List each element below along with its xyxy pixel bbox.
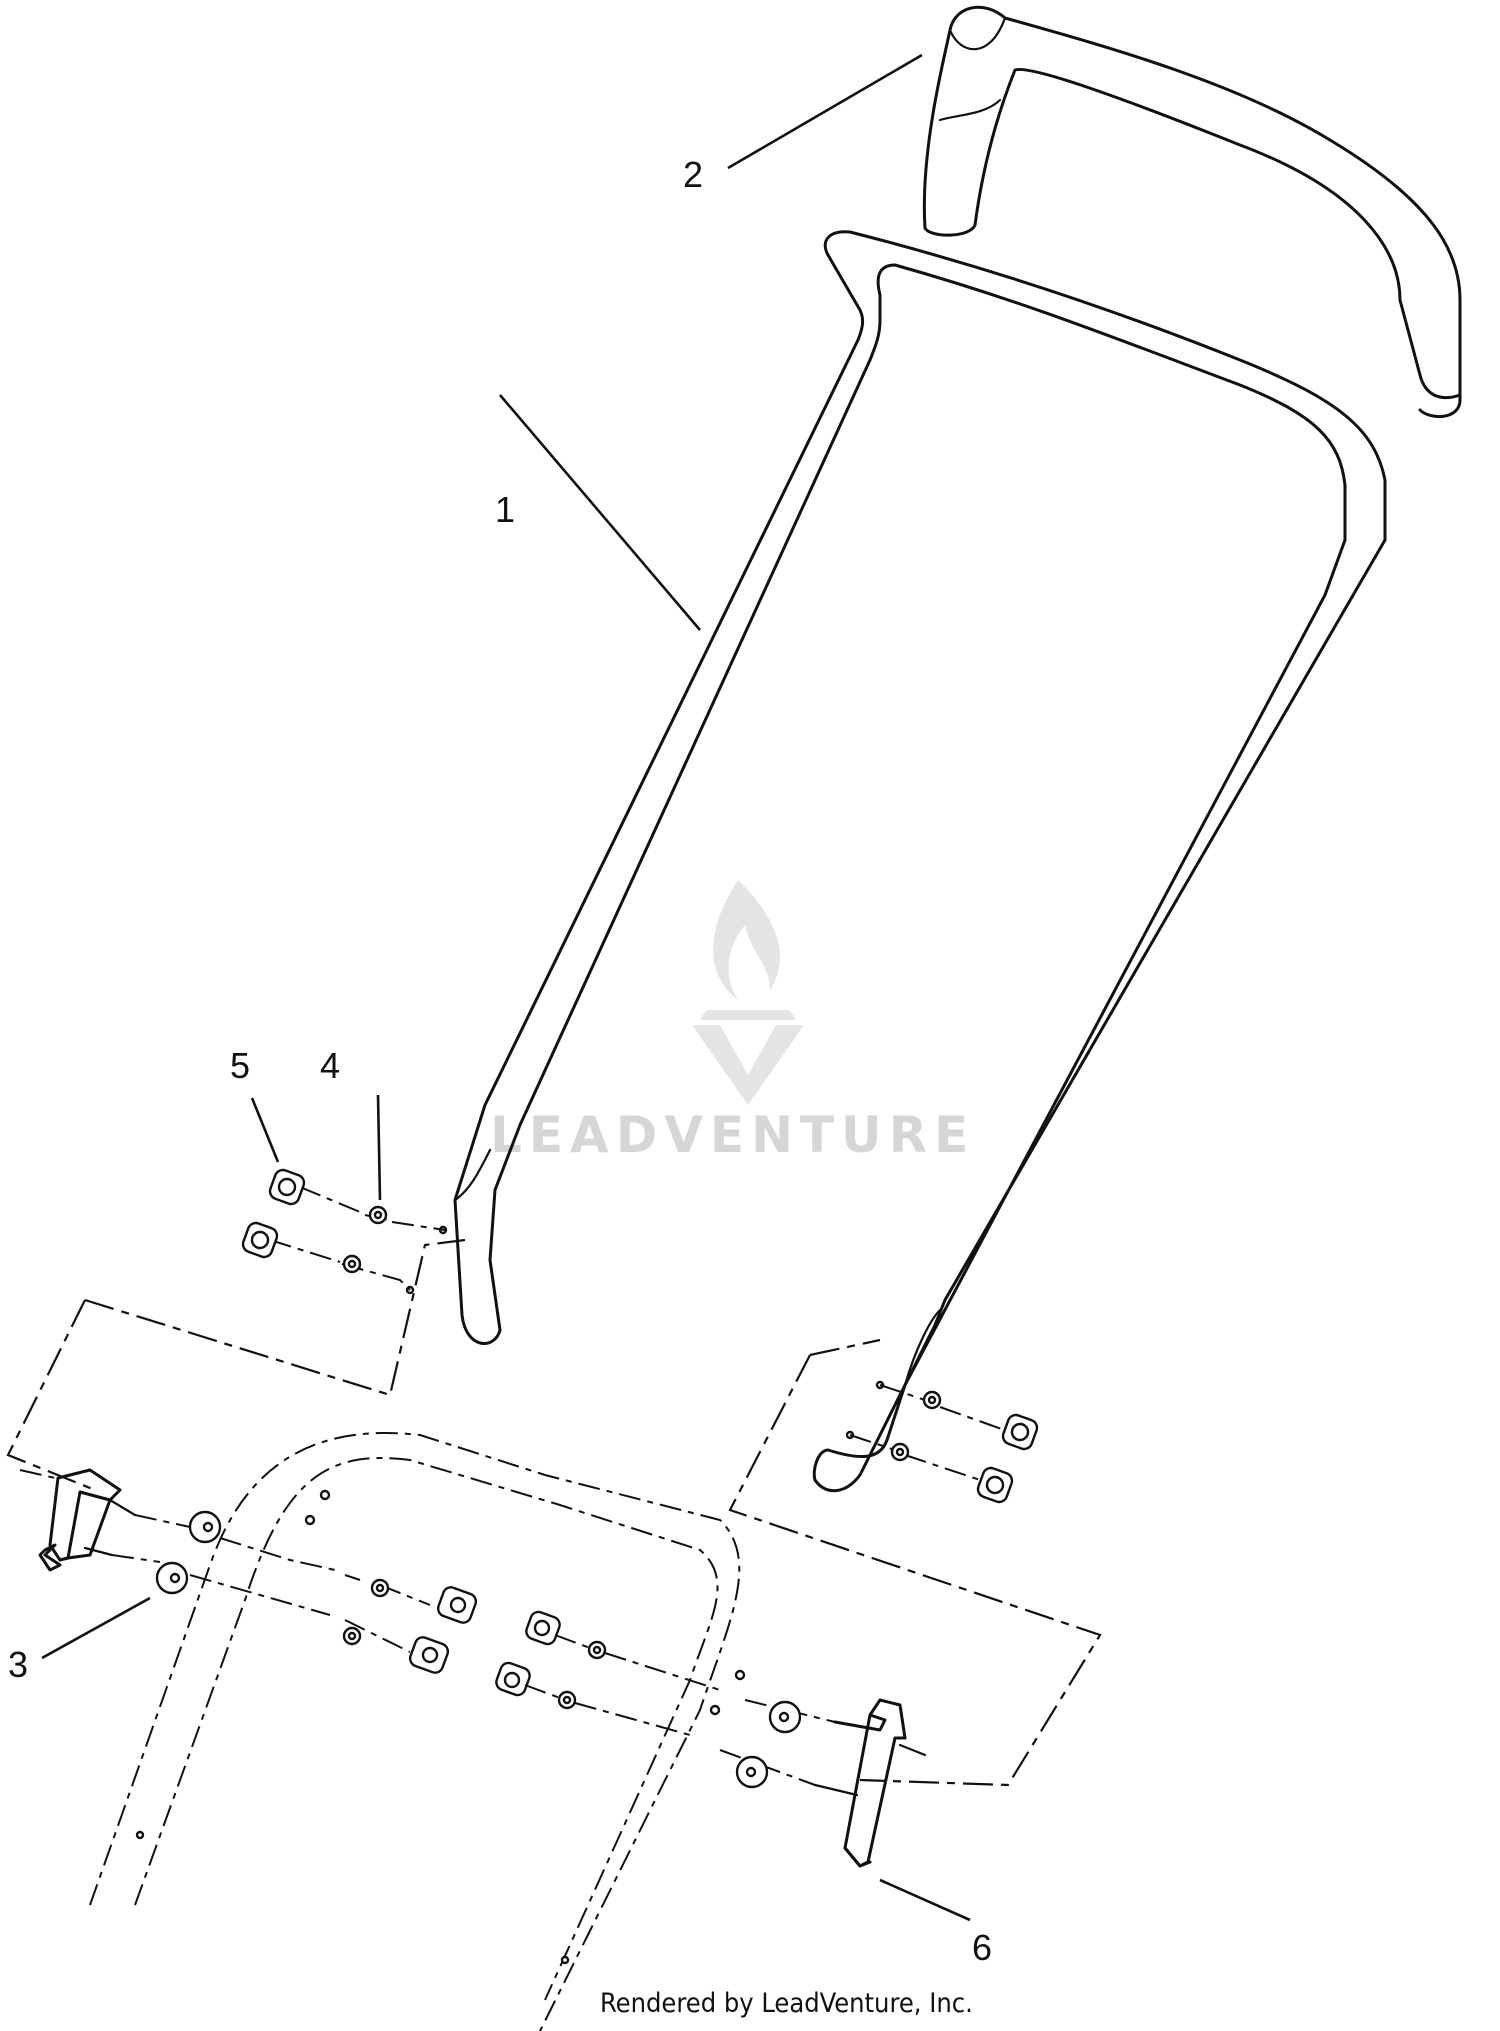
callout-4: 4 <box>320 1045 340 1086</box>
bracket-right <box>495 1610 927 1868</box>
hardware-right-upper <box>849 1384 1039 1504</box>
leadventure-flame-logo-icon <box>692 880 804 1105</box>
callout-5: 5 <box>230 1045 250 1086</box>
callout-labels: 1 2 3 4 5 6 <box>8 154 992 1968</box>
callout-6: 6 <box>972 1927 992 1968</box>
render-credit: Rendered by LeadVenture, Inc. <box>600 1988 973 2019</box>
callout-1: 1 <box>495 489 515 530</box>
leader-lines <box>41 53 971 1922</box>
bracket-left <box>19 1468 478 1674</box>
hardware-left-upper <box>241 1168 446 1291</box>
top-grip-handle <box>922 5 1462 419</box>
lower-frame-phantom <box>6 1238 1102 2031</box>
callout-2: 2 <box>683 154 703 195</box>
watermark-text: LEADVENTURE <box>490 1106 975 1164</box>
callout-3: 3 <box>8 1644 28 1685</box>
main-handle-bar <box>405 230 1387 1493</box>
